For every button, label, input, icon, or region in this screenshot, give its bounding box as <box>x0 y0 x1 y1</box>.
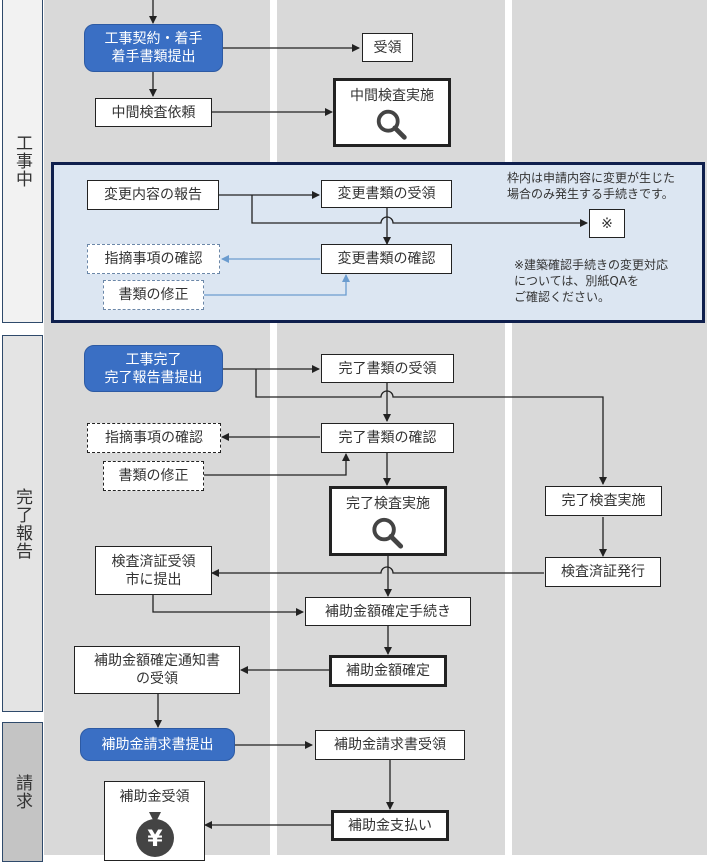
node-subsidy-finalize-procedure[interactable]: 補助金額確定手続き <box>305 597 471 626</box>
yen-money-bag-icon: ¥ <box>135 812 174 857</box>
node-completion-doc-fix[interactable]: 書類の修正 <box>103 461 204 491</box>
node-subsidy-payment[interactable]: 補助金支払い <box>331 810 449 841</box>
node-subsidy-received-label: 補助金受領 <box>119 789 190 805</box>
node-certificate-submit[interactable]: 検査済証受領 市に提出 <box>95 546 212 595</box>
lane-confirmation-body <box>512 0 707 855</box>
node-completion-inspection-body[interactable]: 完了検査実施 <box>545 486 662 516</box>
node-completion-docs-check[interactable]: 完了書類の確認 <box>321 423 454 453</box>
node-subsidy-received[interactable]: 補助金受領 ¥ <box>104 781 205 861</box>
node-receipt[interactable]: 受領 <box>362 33 413 62</box>
change-panel-note: 枠内は申請内容に変更が生じた 場合のみ発生する手続きです。 <box>507 171 676 201</box>
node-completion-indication-check[interactable]: 指摘事項の確認 <box>87 423 221 453</box>
node-completion-report[interactable]: 工事完了 完了報告書提出 <box>84 345 223 392</box>
node-change-docs-check[interactable]: 変更書類の確認 <box>321 244 452 274</box>
phase-construction-label: 工事中 <box>12 133 32 188</box>
node-change-report[interactable]: 変更内容の報告 <box>87 180 219 210</box>
node-subsidy-notice-receipt[interactable]: 補助金額確定通知書 の受領 <box>74 646 240 694</box>
node-interim-request[interactable]: 中間検査依頼 <box>95 98 212 127</box>
node-change-note-mark[interactable]: ※ <box>589 209 625 238</box>
magnifier-icon <box>372 517 404 549</box>
node-interim-inspection-label: 中間検査実施 <box>350 88 434 104</box>
phase-billing: 請求 <box>2 722 43 862</box>
node-completion-inspection-city-label: 完了検査実施 <box>346 496 430 512</box>
phase-billing-label: 請求 <box>12 774 32 810</box>
node-subsidy-claim-submit[interactable]: 補助金請求書提出 <box>80 728 235 761</box>
node-change-indication-check[interactable]: 指摘事項の確認 <box>87 244 220 274</box>
phase-construction: 工事中 <box>2 0 43 323</box>
mark-note: ※建築確認手続きの変更対応 については、別紙QAを ご確認ください。 <box>514 258 669 304</box>
node-certificate-issue[interactable]: 検査済証発行 <box>545 557 661 587</box>
node-completion-inspection-city[interactable]: 完了検査実施 <box>329 486 447 556</box>
node-subsidy-finalized[interactable]: 補助金額確定 <box>329 655 447 687</box>
node-contract-start[interactable]: 工事契約・着手 着手書類提出 <box>84 24 223 72</box>
node-change-docs-receipt[interactable]: 変更書類の受領 <box>321 180 452 208</box>
magnifier-icon <box>376 109 407 140</box>
node-subsidy-claim-receipt[interactable]: 補助金請求書受領 <box>315 730 465 760</box>
yen-symbol: ¥ <box>147 827 163 852</box>
node-completion-docs-receipt[interactable]: 完了書類の受領 <box>321 354 454 383</box>
phase-completion: 完了報告 <box>2 335 43 712</box>
node-interim-inspection[interactable]: 中間検査実施 <box>333 78 451 147</box>
node-change-doc-fix[interactable]: 書類の修正 <box>103 280 204 310</box>
phase-completion-label: 完了報告 <box>12 487 32 560</box>
